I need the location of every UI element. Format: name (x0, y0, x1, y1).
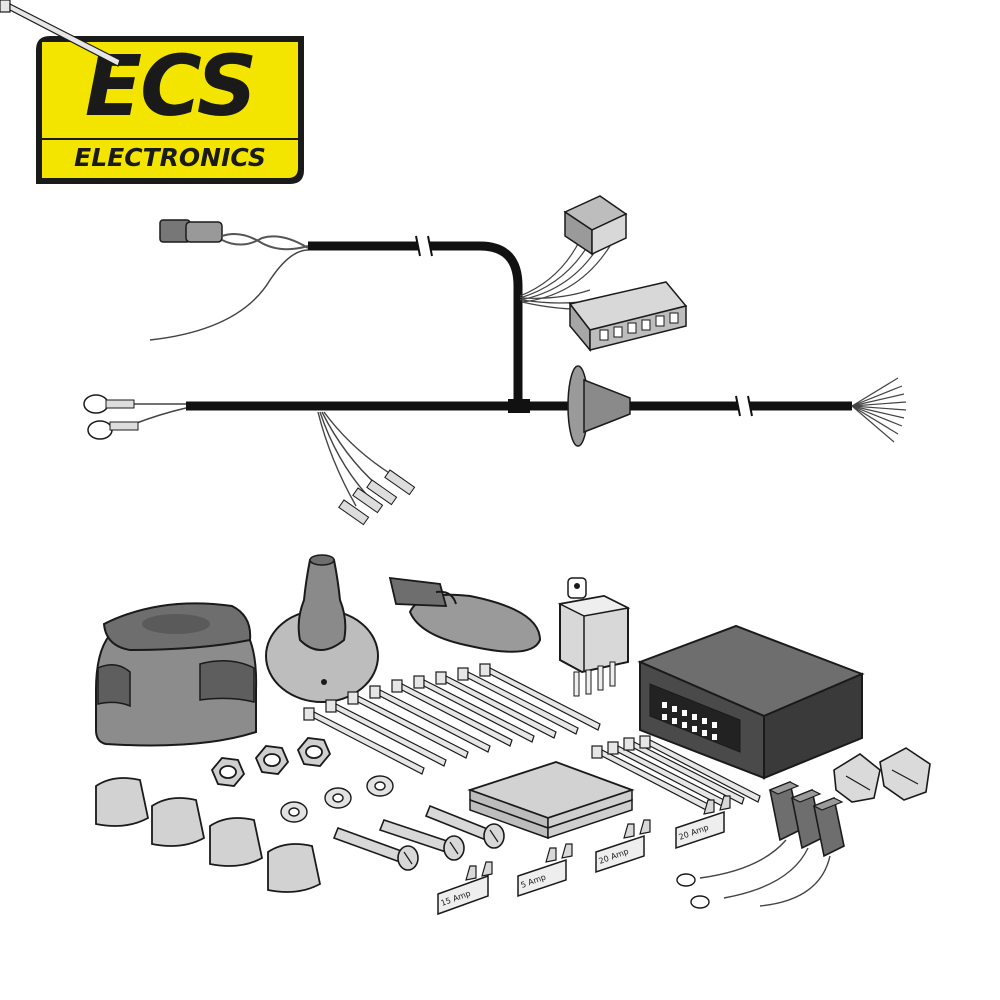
bolts (332, 804, 505, 871)
rubber-gasket (265, 554, 379, 703)
nuts (210, 737, 332, 787)
vehicle-wiring-harness (83, 195, 907, 526)
wire-caps (95, 777, 322, 893)
towbar-socket (95, 602, 258, 747)
washers (280, 775, 394, 823)
wire-ends (851, 377, 907, 443)
fuse-holders (676, 780, 845, 909)
fuse-15-amp: 15 Amp (437, 861, 493, 916)
can-bus-plug (159, 219, 309, 251)
ground-wire (149, 249, 309, 341)
scotch-lock-connectors (833, 747, 931, 803)
cable-ties (0, 0, 761, 813)
logo-badge (36, 36, 304, 184)
logo-brand-text: ECS (84, 37, 258, 135)
cable-grommet (567, 365, 631, 447)
control-module (637, 624, 865, 780)
adhesive-pads (467, 761, 635, 840)
ring-terminals (83, 394, 187, 440)
fuse-5-amp: 5 Amp (517, 843, 573, 898)
logo-subtitle-text: ELECTRONICS (74, 143, 266, 172)
relay (557, 577, 631, 697)
fuse-20-amp-second: 20 Amp (675, 795, 731, 850)
multi-pin-socket (521, 281, 688, 353)
multi-pin-connector (519, 195, 628, 303)
ecs-logo: ECS ELECTRONICS (36, 36, 304, 184)
fuse-20-amp: 20 Amp (595, 819, 651, 874)
spade-terminals (317, 411, 416, 526)
cable-gland-cover (388, 576, 542, 653)
